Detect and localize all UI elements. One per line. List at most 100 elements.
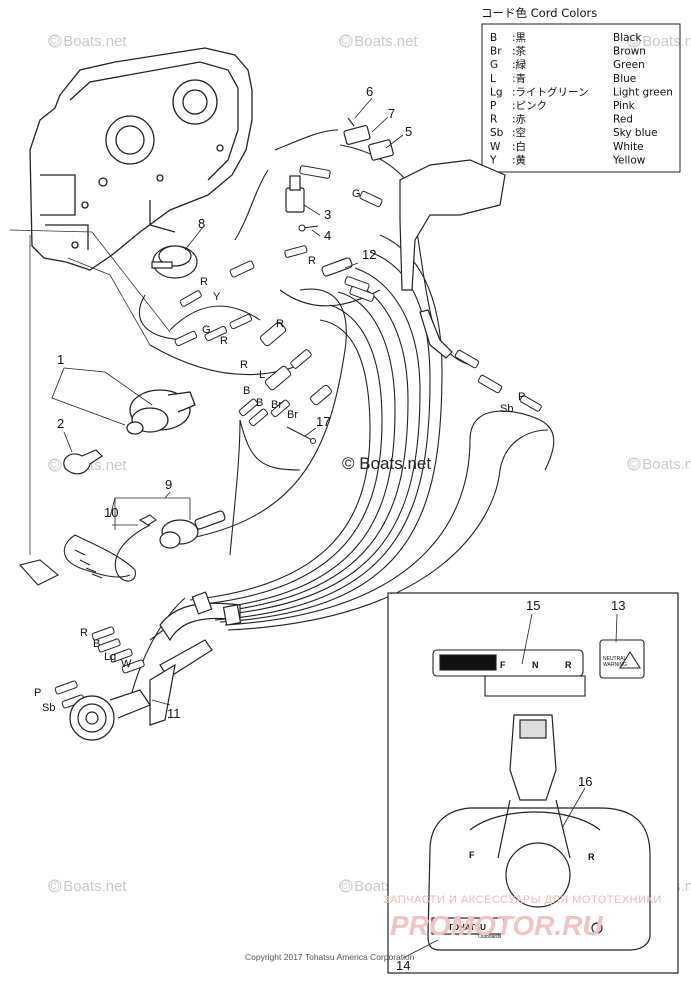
callout-6: 6 <box>366 84 373 99</box>
cord-color-en: Red <box>613 114 633 126</box>
cord-color-code: B <box>490 32 497 44</box>
wire-label: G <box>202 324 211 336</box>
callout-11: 11 <box>167 706 181 721</box>
wire-label: Lg <box>104 651 116 663</box>
wire-label: L <box>259 369 265 381</box>
callout-9: 9 <box>165 477 172 492</box>
part-3-switch <box>285 175 305 213</box>
cord-color-jp: :緑 <box>512 58 527 71</box>
wire-label: R <box>308 255 316 267</box>
part-17-pin <box>286 426 316 444</box>
cord-color-jp: :空 <box>512 126 526 139</box>
callout-7: 7 <box>388 106 395 121</box>
callout-4: 4 <box>324 228 331 243</box>
wire-label: R <box>276 318 284 330</box>
lever-mark-f: F <box>469 850 475 860</box>
part-2-key <box>63 449 103 475</box>
callout-3: 3 <box>324 207 331 222</box>
callout-13: 13 <box>611 598 625 613</box>
cord-color-en: Yellow <box>612 154 646 166</box>
cord-color-code: P <box>490 100 496 112</box>
inset-panel: F N R NEUTRAL WARNING F R TOHATSU Outboa… <box>387 592 679 974</box>
part-8-buzzer <box>151 245 198 279</box>
cord-color-en: Sky blue <box>613 127 658 139</box>
cord-color-jp: :赤 <box>512 114 527 126</box>
wire-label: P <box>518 391 525 403</box>
callout-1: 1 <box>57 352 64 367</box>
callout-15: 15 <box>526 598 540 613</box>
cord-color-code: G <box>490 59 498 71</box>
brand-label: TOHATSU <box>448 923 486 932</box>
callout-8: 8 <box>198 216 205 231</box>
watermark-text: © Boats.net <box>627 456 691 473</box>
cord-color-jp: :黄 <box>512 153 526 166</box>
part-10-lanyard <box>18 514 157 586</box>
cord-color-jp: :白 <box>512 140 526 153</box>
cord-color-jp: :青 <box>512 72 526 85</box>
cord-color-code: Sb <box>490 127 504 139</box>
wire-label: R <box>80 627 88 639</box>
cord-color-en: Green <box>613 59 645 71</box>
wire-label: Br <box>287 409 298 421</box>
indicator-n: N <box>532 660 539 670</box>
cord-color-en: Black <box>613 32 642 44</box>
part-16-control-lever <box>427 714 651 951</box>
cord-colors-title: コード色 Cord Colors <box>481 6 597 20</box>
wire-label: Sb <box>500 403 513 415</box>
cord-color-jp: :茶 <box>512 45 527 58</box>
indicator-r: R <box>565 660 572 670</box>
callout-14: 14 <box>396 958 410 973</box>
cord-color-code: Lg <box>490 86 503 98</box>
wire-label: B <box>93 638 100 650</box>
wire-label: R <box>200 276 208 288</box>
cord-color-en: Light green <box>613 86 673 98</box>
cord-color-jp: :ピンク <box>512 100 547 112</box>
cord-color-en: Brown <box>613 46 646 58</box>
wire-label: B <box>256 397 263 409</box>
copyright: Copyright 2017 Tohatsu America Corporati… <box>245 952 415 962</box>
watermark-text: © Boats.net <box>627 33 691 50</box>
wire-label: B <box>243 385 250 397</box>
watermark-text: © Boats.net <box>48 33 127 50</box>
ru-watermark-line2: PROMOTOR.RU <box>390 910 603 941</box>
throttle-lever-top <box>399 159 506 359</box>
part-5-switch <box>343 117 394 161</box>
wire-label: R <box>240 359 248 371</box>
brand-sub: Outboards <box>478 934 502 940</box>
cord-color-code: W <box>490 141 501 153</box>
callout-16: 16 <box>578 774 592 789</box>
indicator-f: F <box>500 660 506 670</box>
cord-color-en: Pink <box>613 100 636 112</box>
part-1-ignition-switch <box>126 389 196 435</box>
part-12-fuse <box>321 257 353 277</box>
cord-color-code: L <box>490 73 496 85</box>
wire-label: Y <box>213 291 221 303</box>
cord-color-jp: :黒 <box>512 32 526 44</box>
watermark-text: © Boats.net <box>339 33 418 50</box>
wire-label: Sb <box>42 702 55 714</box>
part-13-warning-panel <box>599 639 645 679</box>
part-15-neutral-indicator <box>432 649 586 697</box>
cord-color-code: R <box>490 114 497 126</box>
part-11-connector <box>69 689 151 741</box>
wire-label: Br <box>271 399 282 411</box>
cord-color-en: Blue <box>613 73 636 85</box>
center-watermark: © Boats.net <box>342 454 431 473</box>
callout-5: 5 <box>405 124 412 139</box>
remote-control-housing <box>29 47 253 271</box>
callout-2: 2 <box>57 416 64 431</box>
wire-label: P <box>34 687 41 699</box>
cord-color-en: White <box>613 141 644 153</box>
watermark-text: © Boats.net <box>48 878 127 895</box>
cord-color-code: Y <box>489 154 497 166</box>
ru-watermark-line1: ЗАПЧАСТИ И АКСЕССУАРЫ ДЛЯ МОТОТЕХНИКИ <box>383 894 662 906</box>
lever-mark-r: R <box>588 852 595 862</box>
wire-label: G <box>352 188 361 200</box>
cord-color-jp: :ライトグリーン <box>512 85 589 98</box>
panel-label: WARNING <box>603 662 627 668</box>
cord-color-code: Br <box>490 46 502 58</box>
callout-17: 17 <box>316 414 330 429</box>
wire-label: W <box>121 658 132 670</box>
